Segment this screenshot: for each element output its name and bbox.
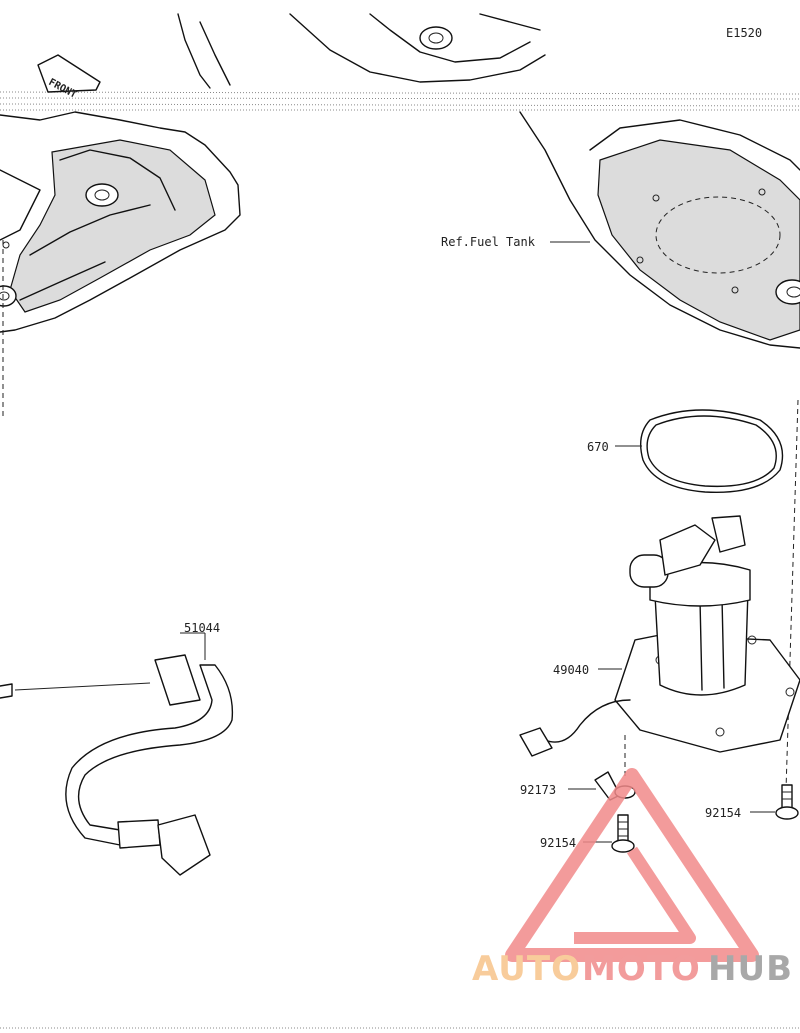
automotohub-watermark: AUTO MOTO HUB (472, 768, 793, 989)
watermark-text-auto: AUTO (472, 949, 581, 989)
tank-bolt-boss-top (419, 26, 453, 50)
label-gasket: 670 (587, 440, 609, 454)
pump-wire (544, 699, 631, 743)
label-fuel-pump: 49040 (553, 663, 589, 677)
watermark-triangle-outer (505, 768, 759, 962)
bolt-right (775, 784, 799, 820)
front-direction-marker: FRONT (37, 54, 101, 101)
bolt-left (611, 814, 635, 853)
hose-connector-fragment-left (0, 683, 13, 699)
hose-quick-connector-bottom (157, 814, 211, 876)
label-bolt-right: 92154 (705, 806, 741, 820)
pump-connector (711, 515, 746, 553)
fuel-tank-top-section (177, 13, 546, 89)
fuel-tank-right-section (519, 111, 800, 349)
tank-bolt-boss-left (85, 183, 119, 207)
pump-opening-outline (655, 196, 781, 274)
watermark-text-hub: HUB (708, 949, 793, 989)
scan-noise-band (0, 91, 800, 111)
label-ref-fuel-tank: Ref.Fuel Tank (441, 235, 536, 249)
hose-connection-leader (14, 682, 151, 691)
fuel-hose-assembly (0, 654, 234, 876)
pump-wire-plug (519, 727, 553, 757)
label-bolt-left: 92154 (540, 836, 576, 850)
watermark-triangle-inner (574, 846, 696, 944)
hose-quick-connector-top (154, 654, 201, 706)
label-fuel-hose: 51044 (184, 621, 220, 635)
diagram-code: E1520 (726, 26, 762, 40)
gasket-o-ring (640, 409, 784, 494)
tank-bolt-boss-right (775, 279, 800, 305)
fuel-hose (65, 664, 234, 846)
watermark-text-moto: MOTO (582, 949, 701, 989)
label-clamp: 92173 (520, 783, 556, 797)
guide-line-right (785, 399, 799, 791)
fuel-tank-left-section (0, 111, 241, 333)
fuel-pump-assembly (519, 515, 800, 757)
tank-bolt-boss-left-edge (0, 285, 17, 307)
